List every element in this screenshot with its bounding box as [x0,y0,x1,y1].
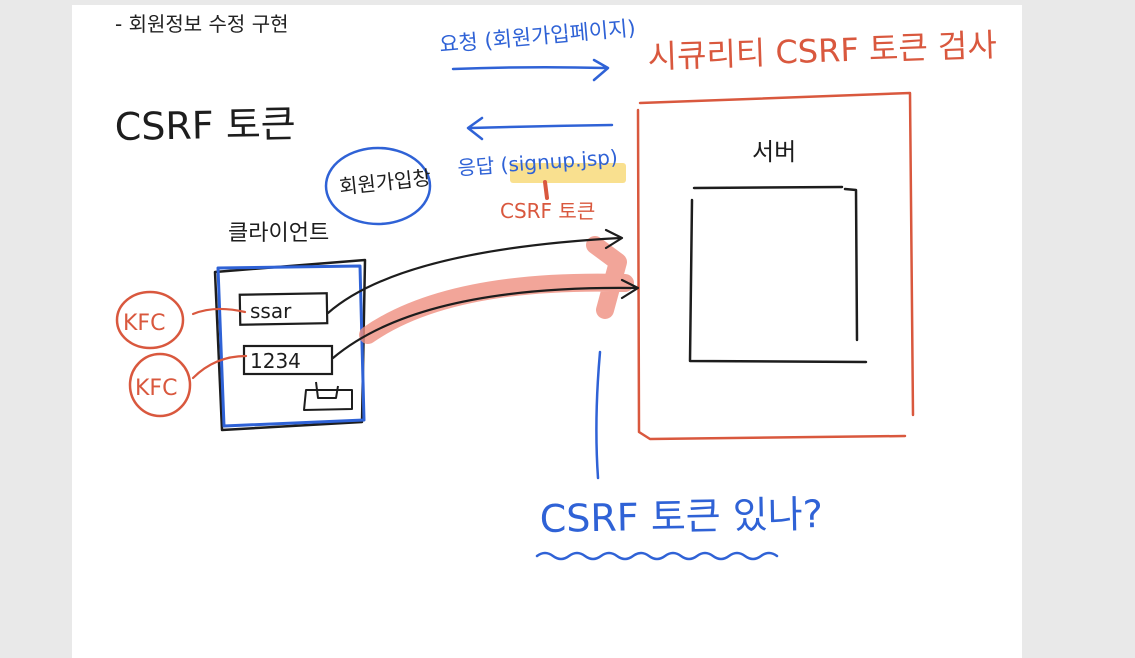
note-page [72,5,1022,658]
attacker-bubble-2 [128,352,192,418]
page-heading: - 회원정보 수정 구현 [115,12,289,36]
request-arrow [451,58,610,82]
server-label: 서버 [752,138,796,166]
token-flow-marker [359,236,634,344]
server-box [688,185,868,364]
attacker-label-2: KFC [135,376,177,401]
question-underline [535,551,779,561]
response-token-label: CSRF 토큰 [500,199,595,223]
response-arrow [466,116,614,141]
signup-page-bubble [324,146,432,226]
signup-jsp-highlight [510,163,626,183]
client-box-blue [216,264,366,428]
token-connector [543,180,549,200]
client-label: 클라이언트 [228,221,329,246]
username-value: ssar [250,299,292,323]
attacker-link-2 [191,354,248,380]
username-field [238,292,329,326]
attacker-link-1 [191,307,247,316]
submit-arrow-2 [331,278,640,360]
request-label: 요청 (회원가입페이지) [438,16,636,57]
attacker-bubble-1 [115,290,185,350]
signup-page-label: 회원가입창 [338,165,432,198]
question-label: CSRF 토큰 있나? [539,492,823,541]
submit-arrow-1 [326,228,624,315]
password-value: 1234 [250,349,301,373]
diagram-title: CSRF 토큰 [114,102,296,149]
question-pointer [595,350,602,480]
attacker-label-1: KFC [123,311,165,336]
security-check-label: 시큐리티 CSRF 토큰 검사 [647,26,997,76]
submit-button-shape [303,381,353,411]
password-field [242,344,334,376]
client-box-black [213,258,367,432]
security-box [636,91,915,441]
